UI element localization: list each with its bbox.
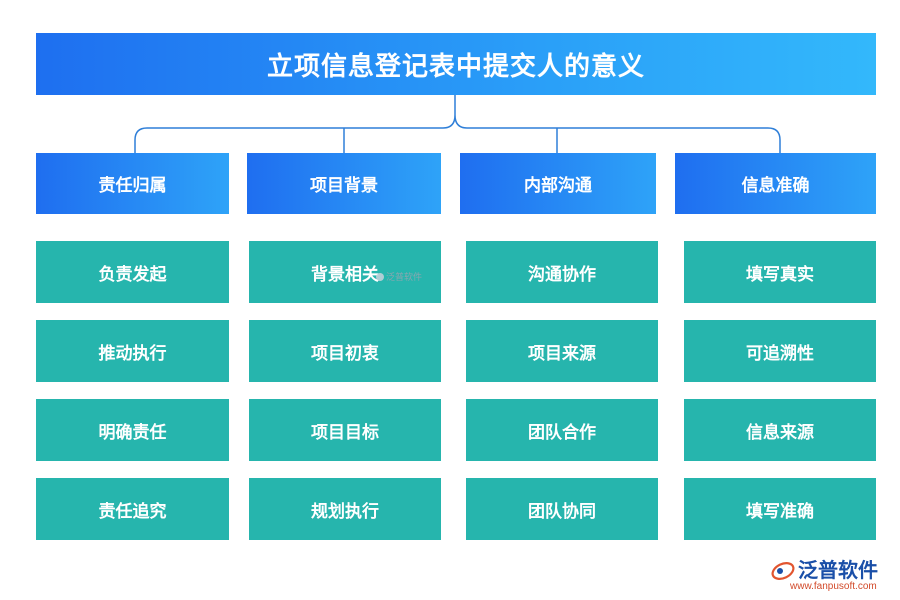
- leaf-item: 项目来源: [466, 320, 658, 382]
- brace-connector: [134, 95, 781, 153]
- leaf-item: 填写真实: [684, 241, 876, 303]
- leaf-item: 沟通协作: [466, 241, 658, 303]
- watermark-text: 泛普软件: [386, 273, 423, 283]
- brand-logo-block: 泛普软件 www.fanpusoft.com: [770, 552, 894, 596]
- watermark-logo-icon: [376, 272, 384, 281]
- brand-url: www.fanpusoft.com: [790, 581, 877, 592]
- leaf-item: 团队合作: [466, 399, 658, 461]
- center-watermark: 泛普软件: [376, 270, 422, 283]
- leaf-item: 信息来源: [684, 399, 876, 461]
- brand-swoosh-icon: [771, 562, 795, 580]
- column-header-responsibility: 责任归属: [36, 153, 229, 214]
- leaf-item: 背景相关: [249, 241, 441, 303]
- leaf-item: 明确责任: [36, 399, 229, 461]
- leaf-item: 项目初衷: [249, 320, 441, 382]
- leaf-item: 负责发起: [36, 241, 229, 303]
- leaf-item: 责任追究: [36, 478, 229, 540]
- column-header-communication: 内部沟通: [460, 153, 656, 214]
- leaf-item: 推动执行: [36, 320, 229, 382]
- column-header-background: 项目背景: [247, 153, 441, 214]
- leaf-item: 可追溯性: [684, 320, 876, 382]
- leaf-item: 项目目标: [249, 399, 441, 461]
- leaf-item: 填写准确: [684, 478, 876, 540]
- leaf-item: 规划执行: [249, 478, 441, 540]
- brand-name: 泛普软件: [798, 558, 878, 582]
- leaf-item: 团队协同: [466, 478, 658, 540]
- diagram-title: 立项信息登记表中提交人的意义: [36, 33, 876, 95]
- column-header-accuracy: 信息准确: [675, 153, 876, 214]
